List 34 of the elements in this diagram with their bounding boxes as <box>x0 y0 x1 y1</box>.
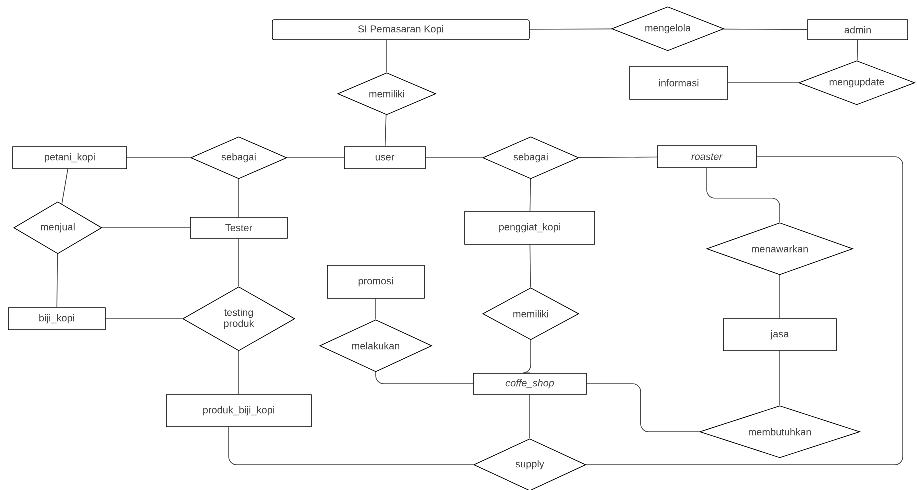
entity-box: SI Pemasaran Kopi <box>272 20 530 40</box>
entity-box: coffe_shop <box>473 373 587 395</box>
connector-line <box>728 82 799 84</box>
connector-line <box>384 114 387 147</box>
connector-line <box>376 372 474 384</box>
connector-line <box>586 384 700 432</box>
connector-line <box>857 40 858 62</box>
connector-line <box>238 238 240 287</box>
connector-line <box>56 254 58 308</box>
connector-line <box>586 156 904 466</box>
connector-line <box>522 340 532 374</box>
entity-box: Tester <box>190 217 288 239</box>
connector-line <box>530 178 532 212</box>
entity-box: produk_biji_kopi <box>166 394 312 428</box>
connector-line <box>530 28 613 30</box>
connector-line <box>238 351 240 395</box>
entity-box: user <box>344 146 426 170</box>
connector-line <box>62 169 68 204</box>
connector-line <box>238 179 240 218</box>
entity-box: promosi <box>327 265 425 299</box>
entity-box: penggiat_kopi <box>464 211 596 245</box>
entity-box: jasa <box>723 318 837 352</box>
entity-box: informasi <box>630 66 728 100</box>
entity-box: biji_kopi <box>8 308 106 330</box>
connector-line <box>530 244 532 288</box>
connector-line <box>106 318 183 320</box>
connector-line <box>228 427 474 466</box>
connector-line <box>706 168 780 223</box>
connector-line <box>386 40 388 73</box>
entity-box: petani_kopi <box>12 146 128 170</box>
entity-box: roaster <box>657 146 757 168</box>
entity-box: admin <box>808 20 908 40</box>
connector-line <box>723 28 808 30</box>
connector-line <box>578 156 658 158</box>
